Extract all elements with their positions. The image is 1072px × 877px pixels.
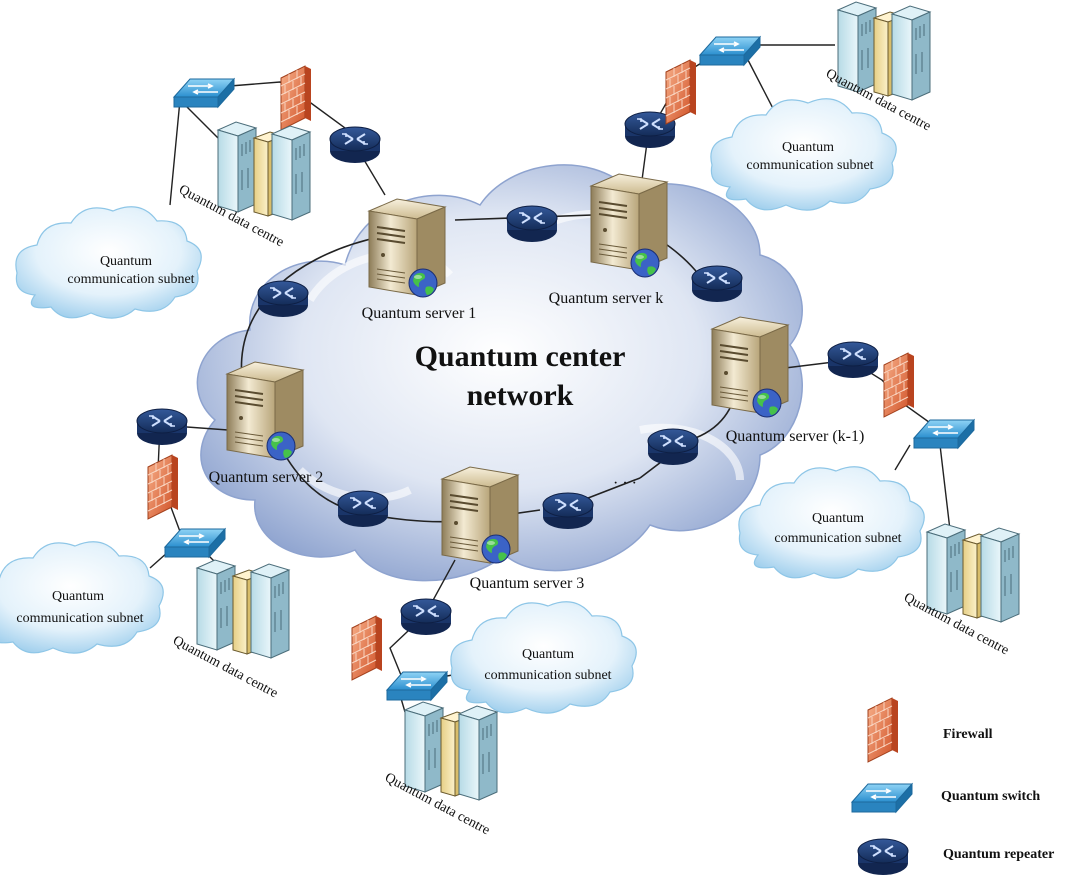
center-title-line1: Quantum center <box>415 340 626 373</box>
center-title-line2: network <box>467 379 574 412</box>
repeater-icon <box>136 408 188 446</box>
switch-icon <box>173 78 235 108</box>
legend-repeater-icon <box>857 838 909 876</box>
firewall-icon <box>665 59 697 125</box>
firewall-icon <box>351 615 383 681</box>
repeater-icon <box>506 205 558 243</box>
server-3-label: Quantum server 3 <box>470 575 585 592</box>
legend-switch-label: Quantum switch <box>941 789 1040 804</box>
subnet-label-line1: Quantum <box>522 647 574 662</box>
server-k-1-label: Quantum server (k-1) <box>726 428 865 445</box>
ellipsis: · · · <box>613 475 637 492</box>
repeater-icon <box>400 598 452 636</box>
subnet-label-line2: communication subnet <box>746 158 873 173</box>
switch-icon <box>699 36 761 66</box>
data-centre-icon <box>196 559 290 659</box>
repeater-icon <box>329 126 381 164</box>
firewall-icon <box>280 65 312 131</box>
data-centre-icon <box>217 121 311 221</box>
server-2-label: Quantum server 2 <box>209 469 324 486</box>
legend: Firewall Quantum switch Quantum repeater <box>851 697 1054 876</box>
firewall-icon <box>147 454 179 520</box>
subnet-label-line2: communication subnet <box>484 668 611 683</box>
server-k-label: Quantum server k <box>549 290 664 307</box>
subnet-label-line2: communication subnet <box>774 531 901 546</box>
legend-repeater-label: Quantum repeater <box>943 847 1054 862</box>
globe-icon <box>481 534 511 564</box>
subnet-label-line1: Quantum <box>782 140 834 155</box>
globe-icon <box>630 248 660 278</box>
legend-switch-icon <box>851 783 913 813</box>
repeater-icon <box>647 428 699 466</box>
switch-icon <box>164 528 226 558</box>
legend-firewall-label: Firewall <box>943 727 993 742</box>
repeater-icon <box>542 492 594 530</box>
server-1-label: Quantum server 1 <box>362 305 477 322</box>
subnet-label-line2: communication subnet <box>16 611 143 626</box>
switch-icon <box>386 671 448 701</box>
switch-icon <box>913 419 975 449</box>
globe-icon <box>752 388 782 418</box>
repeater-icon <box>827 341 879 379</box>
globe-icon <box>266 431 296 461</box>
repeater-icon <box>691 265 743 303</box>
globe-icon <box>408 268 438 298</box>
legend-firewall-icon <box>867 697 899 763</box>
subnet-label-line1: Quantum <box>812 511 864 526</box>
repeater-icon <box>257 280 309 318</box>
subnet-label-line1: Quantum <box>52 589 104 604</box>
subnet-label-line2: communication subnet <box>67 272 194 287</box>
subnet-label-line1: Quantum <box>100 254 152 269</box>
repeater-icon <box>337 490 389 528</box>
